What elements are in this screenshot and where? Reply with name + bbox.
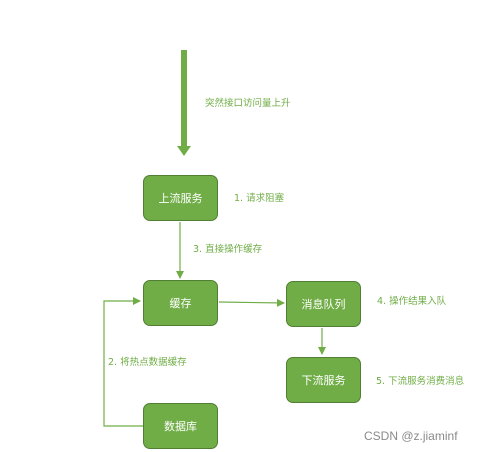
label-step-1: 1. 请求阻塞 [234, 193, 285, 204]
traffic-surge-arrow [177, 50, 191, 156]
database-label: 数据库 [164, 420, 197, 433]
downstream-service-node: 下流服务 [286, 357, 361, 403]
upstream-service-node: 上流服务 [143, 175, 218, 221]
label-step-5: 5. 下流服务消费消息 [376, 376, 465, 387]
message-queue-label: 消息队列 [301, 298, 346, 311]
cache-node: 缓存 [143, 280, 218, 326]
label-step-4: 4. 操作结果入队 [377, 296, 447, 307]
cache-label: 缓存 [169, 297, 192, 310]
watermark: CSDN @z.jiaminf [364, 429, 458, 443]
database-node: 数据库 [143, 403, 218, 449]
label-step-2: 2. 将热点数据缓存 [108, 357, 187, 368]
downstream-service-label: 下流服务 [301, 374, 346, 387]
message-queue-node: 消息队列 [286, 281, 361, 327]
arrow-cache-to-mq [218, 298, 285, 307]
arrow-database-to-cache [103, 297, 144, 427]
label-step-3: 3. 直接操作缓存 [193, 244, 263, 255]
label-traffic-surge: 突然接口访问量上升 [205, 98, 291, 109]
upstream-service-label: 上流服务 [158, 192, 203, 205]
